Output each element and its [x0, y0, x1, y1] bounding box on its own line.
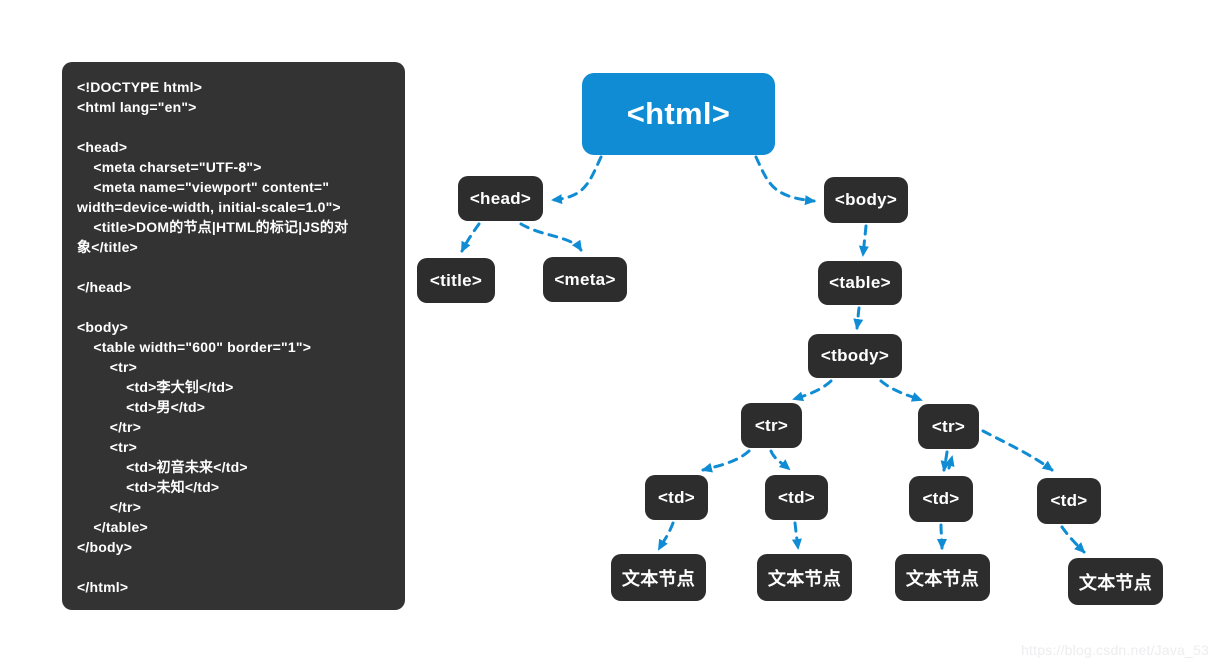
code-line: </body>	[77, 539, 133, 555]
code-line: <!DOCTYPE html>	[77, 79, 203, 95]
edge-tbody-tr1	[792, 379, 833, 402]
tree-node-table: <table>	[818, 261, 902, 305]
edge-body-table	[858, 224, 869, 257]
tree-node-td-1: <td>	[645, 475, 708, 520]
code-line: <body>	[77, 319, 128, 335]
code-line: width=device-width, initial-scale=1.0">	[77, 199, 341, 215]
tree-node-textnode-2: 文本节点	[757, 554, 852, 601]
code-line: </tr>	[77, 499, 142, 515]
edge-td2-text2	[791, 521, 802, 550]
tree-node-textnode-3: 文本节点	[895, 554, 990, 601]
code-line: <td>男</td>	[77, 399, 206, 415]
tree-node-textnode-4: 文本节点	[1068, 558, 1163, 605]
code-line: <td>李大钊</td>	[77, 379, 234, 395]
tree-node-td-3: <td>	[909, 476, 973, 522]
edge-tbody-tr2	[879, 379, 923, 402]
edge-tr2-td3	[940, 450, 951, 472]
tree-node-body: <body>	[824, 177, 908, 223]
code-line: <html lang="en">	[77, 99, 197, 115]
code-line: </table>	[77, 519, 148, 535]
code-line: <head>	[77, 139, 128, 155]
code-line	[77, 557, 390, 577]
code-line: </head>	[77, 279, 132, 295]
edge-tr2-td4	[981, 429, 1054, 472]
tree-node-tr-2: <tr>	[918, 404, 979, 449]
code-line: <tr>	[77, 359, 137, 375]
edge-tr1-td1	[701, 449, 751, 473]
tree-node-title: <title>	[417, 258, 495, 303]
edge-td1-text1	[657, 521, 675, 551]
edge-td3-text3	[936, 523, 947, 550]
code-line: </html>	[77, 579, 129, 595]
edge-tr1-td2	[769, 449, 791, 471]
tree-node-textnode-1: 文本节点	[611, 554, 706, 601]
edge-td3-tr2-uptick	[944, 455, 955, 470]
tree-node-meta: <meta>	[543, 257, 627, 302]
code-line: <td>未知</td>	[77, 479, 220, 495]
tree-node-td-4: <td>	[1037, 478, 1101, 524]
code-line: <table width="600" border="1">	[77, 339, 312, 355]
csdn-watermark: https://blog.csdn.net/Java_53	[1021, 642, 1209, 658]
code-line: <tr>	[77, 439, 137, 455]
edge-html-body	[754, 155, 816, 206]
tree-node-tbody: <tbody>	[808, 334, 902, 378]
edge-table-tbody	[853, 306, 864, 330]
code-line: <title>DOM的节点|HTML的标记|JS的对	[77, 219, 349, 235]
code-line: 象</title>	[77, 239, 138, 255]
tree-node-html: <html>	[582, 73, 775, 155]
code-line	[77, 297, 390, 317]
code-line	[77, 117, 390, 137]
edge-html-head	[551, 155, 603, 205]
code-line: </tr>	[77, 419, 142, 435]
code-line: <td>初音未来</td>	[77, 459, 248, 475]
code-line: <meta charset="UTF-8">	[77, 159, 262, 175]
tree-node-tr-1: <tr>	[741, 403, 802, 448]
code-line	[77, 257, 390, 277]
edge-head-title	[460, 222, 481, 253]
edge-td4-text4	[1060, 525, 1086, 554]
code-panel: <!DOCTYPE html> <html lang="en"> <head> <m…	[62, 62, 405, 610]
tree-node-td-2: <td>	[765, 475, 828, 520]
edge-head-meta	[519, 222, 583, 252]
code-line: <meta name="viewport" content="	[77, 179, 330, 195]
tree-node-head: <head>	[458, 176, 543, 221]
